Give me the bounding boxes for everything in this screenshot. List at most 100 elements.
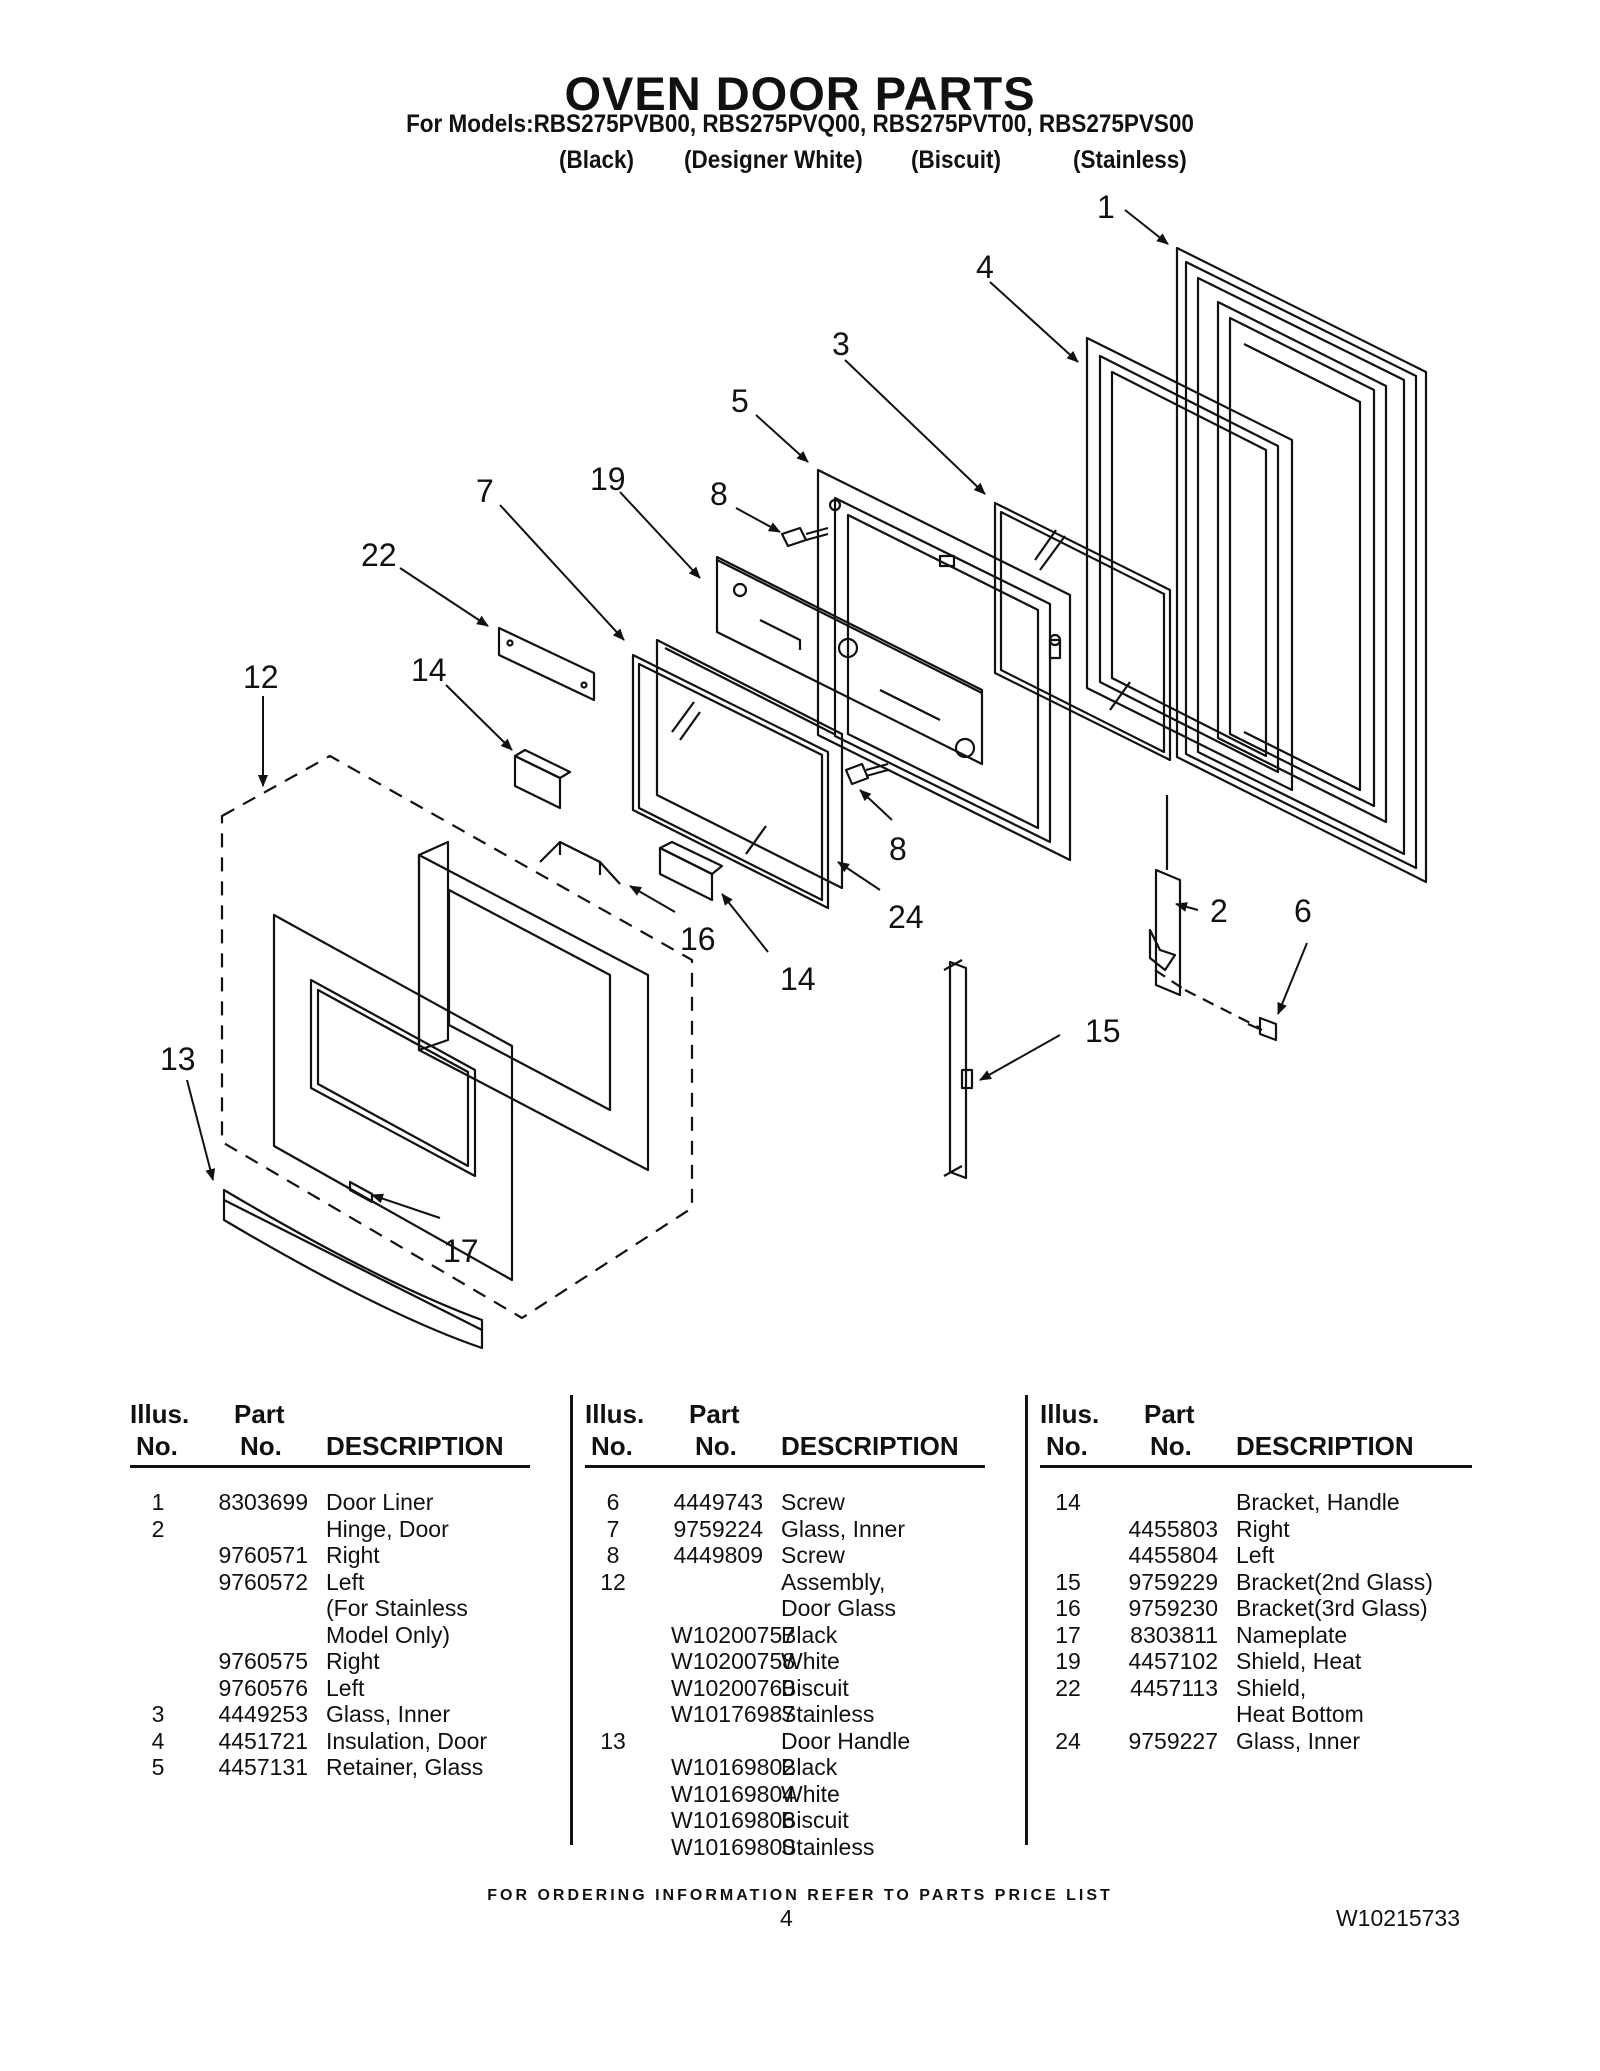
- callout-13: 13: [160, 1041, 196, 1077]
- illus-number: 19: [1055, 1648, 1081, 1674]
- part-description: White: [781, 1648, 840, 1674]
- part-number: 9760571: [218, 1542, 308, 1568]
- part-description: Insulation, Door: [326, 1727, 488, 1754]
- part-description: White: [781, 1780, 840, 1807]
- page-number: 4: [780, 1905, 793, 1931]
- callout-5: 5: [731, 383, 749, 419]
- callout-12: 12: [243, 659, 279, 695]
- part-description: Door Handle: [781, 1727, 911, 1754]
- header-part: Part: [689, 1399, 740, 1429]
- table-row: (For Stainless: [130, 1595, 530, 1622]
- part-number: W10169800: [671, 1833, 796, 1860]
- part-number: W10169806: [671, 1807, 796, 1833]
- callout-14-left: 14: [411, 652, 447, 688]
- part-number: W10200757: [671, 1621, 796, 1648]
- retainer-glass-part: [816, 468, 1072, 862]
- illus-number: 4: [151, 1727, 165, 1754]
- callout-8-top: 8: [710, 476, 728, 512]
- variant-stainless: (Stainless): [1073, 146, 1187, 174]
- table-row: Door Glass: [585, 1595, 985, 1622]
- part-number: W10200760: [671, 1674, 796, 1701]
- illus-number: 14: [1055, 1489, 1081, 1515]
- bracket-2nd-glass-part: [943, 959, 974, 1180]
- part-description: Biscuit: [781, 1674, 849, 1701]
- part-description: Right: [1236, 1515, 1290, 1542]
- table-row: 12 Assembly,: [585, 1569, 985, 1596]
- callout-4: 4: [976, 249, 994, 285]
- page-title: OVEN DOOR PARTS: [564, 67, 1036, 120]
- insulation-door-part: [1085, 336, 1294, 792]
- column-divider: [1025, 1395, 1028, 1845]
- glass-inner-part-3: [993, 501, 1172, 762]
- part-description: Right: [326, 1542, 380, 1568]
- screw-part-8-mid: [844, 762, 889, 786]
- header-part-no: No.: [240, 1431, 282, 1461]
- part-description: Glass, Inner: [1236, 1727, 1360, 1754]
- part-description: Stainless: [781, 1833, 875, 1860]
- part-description: Bracket(2nd Glass): [1236, 1568, 1433, 1595]
- callout-14-right: 14: [780, 961, 816, 997]
- part-description: Bracket(3rd Glass): [1236, 1595, 1428, 1621]
- models-line: For Models:RBS275PVB00, RBS275PVQ00, RBS…: [406, 110, 1194, 138]
- table-header: Illus. No. Part No. DESCRIPTION: [1040, 1395, 1472, 1468]
- part-description: Glass, Inner: [781, 1515, 905, 1542]
- illus-number: 12: [600, 1568, 626, 1595]
- illus-number: 22: [1055, 1674, 1081, 1701]
- header-description: DESCRIPTION: [1236, 1431, 1414, 1461]
- part-number: 4449743: [673, 1489, 763, 1515]
- part-number: 8303811: [1130, 1621, 1218, 1648]
- table-header: Illus. No. Part No. DESCRIPTION: [585, 1395, 985, 1468]
- part-description: Retainer, Glass: [326, 1754, 484, 1780]
- callout-16: 16: [680, 921, 716, 957]
- ordering-note: FOR ORDERING INFORMATION REFER TO PARTS …: [487, 1887, 1113, 1904]
- exploded-parts-diagram: 1 4 3 5 19 8 7 22 14 12 8 24 16 14 2 6 1…: [160, 189, 1428, 1350]
- part-number: W10169804: [671, 1780, 796, 1807]
- door-liner-part: [1175, 246, 1428, 884]
- part-number: 4455804: [1128, 1542, 1218, 1568]
- part-description: Left: [326, 1674, 365, 1701]
- glass-inner-part-24: [655, 638, 844, 890]
- part-description: Left: [326, 1568, 365, 1595]
- table-row: Heat Bottom: [1040, 1701, 1472, 1728]
- header-illus-no: No.: [136, 1431, 178, 1461]
- part-description: Nameplate: [1236, 1621, 1348, 1648]
- callout-8-mid: 8: [889, 831, 907, 867]
- part-number: 9759227: [1128, 1727, 1218, 1754]
- door-glass-assembly-outline: [220, 754, 694, 1320]
- illus-number: 15: [1055, 1568, 1081, 1595]
- illus-number: 16: [1055, 1595, 1081, 1621]
- bracket-3rd-glass-part: [539, 840, 621, 885]
- illus-number: 3: [151, 1701, 165, 1727]
- screw-part-6: [1184, 989, 1278, 1042]
- bracket-handle-part-left: [513, 748, 572, 810]
- part-description: Biscuit: [781, 1807, 849, 1833]
- part-description: Door Liner: [326, 1489, 434, 1515]
- part-description: Assembly,: [781, 1568, 886, 1595]
- hinge-door-part: [1148, 795, 1186, 997]
- illus-number: 2: [151, 1515, 165, 1542]
- callout-7: 7: [476, 473, 494, 509]
- header-part: Part: [1144, 1399, 1195, 1429]
- part-description: Black: [781, 1754, 838, 1780]
- variant-biscuit: (Biscuit): [911, 146, 1001, 174]
- header-illus: Illus.: [1040, 1399, 1100, 1429]
- part-description: (For Stainless: [326, 1595, 468, 1621]
